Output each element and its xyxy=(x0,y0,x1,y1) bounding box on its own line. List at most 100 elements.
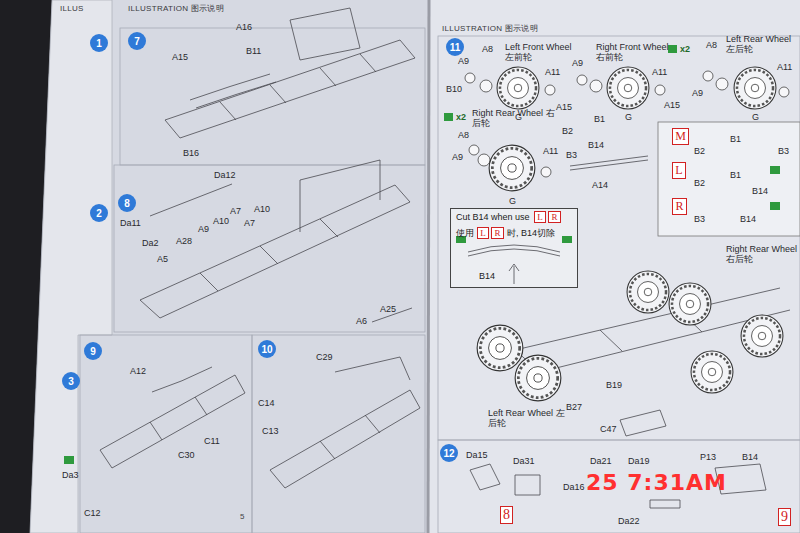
wheel-drawing xyxy=(669,283,711,325)
part-number: A8 xyxy=(482,44,493,54)
wheel-label: Right Rear Wheel 右后轮 xyxy=(726,244,798,265)
part-number: C11 xyxy=(204,436,220,446)
part-number: B14 xyxy=(742,452,758,462)
node-text: 9 xyxy=(781,509,788,525)
wheel-label: Left Rear Wheel 左后轮 xyxy=(488,408,566,429)
wheel-drawing xyxy=(515,355,561,401)
node-text: B14 xyxy=(479,271,495,281)
node-text: 11 xyxy=(450,42,461,53)
part-number: G xyxy=(625,112,632,122)
page-header: ILLUSTRATION 图示说明 xyxy=(128,4,224,13)
node-text: 2 xyxy=(96,208,102,219)
side-marker: M xyxy=(672,128,689,145)
side-marker: L xyxy=(672,162,686,179)
part-number: Da2 xyxy=(142,238,159,248)
wheel-drawing xyxy=(497,67,539,109)
wheel-drawing xyxy=(734,67,776,109)
node-text: 12 xyxy=(443,448,454,459)
part-number: B2 xyxy=(562,126,573,136)
node-text: 10 xyxy=(261,344,272,355)
node-text: M xyxy=(675,129,686,144)
part-number: B27 xyxy=(566,402,582,412)
part-number: A11 xyxy=(652,67,667,77)
page-number: 5 xyxy=(240,512,244,521)
part-number: A11 xyxy=(777,62,792,72)
part-number: A5 xyxy=(157,254,168,264)
part-number: Da12 xyxy=(214,170,236,180)
part-number: B3 xyxy=(566,150,577,160)
node-text: 1 xyxy=(96,38,102,49)
part-number: A7 xyxy=(230,206,241,216)
part-number: B14 xyxy=(588,140,604,150)
part-number: A9 xyxy=(198,224,209,234)
wheel-drawing xyxy=(691,351,733,393)
part-number: Da3 xyxy=(62,470,79,480)
part-number: A15 xyxy=(556,102,572,112)
part-number: A9 xyxy=(572,58,583,68)
step-number: 9 xyxy=(84,342,102,360)
node-text: L xyxy=(675,163,682,178)
step-number: 10 xyxy=(258,340,276,358)
node-text: 时, B14切除 xyxy=(507,228,555,238)
wheel-label: Right Rear Wheel 右后轮 xyxy=(472,108,556,129)
part-number: G xyxy=(509,196,516,206)
wheel-label: Left Rear Wheel 左后轮 xyxy=(726,34,798,55)
step-frames xyxy=(80,28,800,533)
part-number: A9 xyxy=(452,152,463,162)
part-number: A9 xyxy=(458,56,469,66)
quantity-mark: x2 xyxy=(456,112,466,122)
part-number: A15 xyxy=(664,100,680,110)
node-text: L xyxy=(537,212,543,222)
part-number: A10 xyxy=(213,216,229,226)
wheel-drawing xyxy=(607,67,649,109)
photo-timestamp: 25 7:31AM xyxy=(586,470,727,495)
step-number: 8 xyxy=(118,194,136,212)
part-number: A28 xyxy=(176,236,192,246)
part-number: A8 xyxy=(706,40,717,50)
part-number: A6 xyxy=(356,316,367,326)
step-number: 7 xyxy=(128,32,146,50)
node-text: R xyxy=(675,199,683,214)
step-number: 12 xyxy=(440,444,458,462)
note-box: Cut B14 when use使用时, B14切除B14LRLR xyxy=(450,208,578,288)
part-number: C30 xyxy=(178,450,195,460)
part-number: Da22 xyxy=(618,516,640,526)
side-marker: L xyxy=(477,227,489,239)
side-marker: L xyxy=(534,211,546,223)
part-number: C14 xyxy=(258,398,275,408)
wheel-label: Left Front Wheel 左前轮 xyxy=(505,42,583,63)
wheel-drawing xyxy=(741,315,783,357)
side-marker: R xyxy=(548,211,561,223)
part-number: Da11 xyxy=(120,218,141,228)
step-number: 3 xyxy=(62,372,80,390)
part-number: A12 xyxy=(130,366,146,376)
chassis-drawings xyxy=(100,8,790,508)
part-number: A14 xyxy=(592,180,608,190)
node-text: 8 xyxy=(503,507,510,523)
step-number: 1 xyxy=(90,34,108,52)
wheel-drawing xyxy=(489,145,535,191)
part-number: B14 xyxy=(752,186,768,196)
part-number: B1 xyxy=(594,114,605,124)
part-number: A7 xyxy=(244,218,255,228)
part-number: Da16 xyxy=(563,482,585,492)
part-number: A11 xyxy=(543,146,558,156)
part-number: B2 xyxy=(694,146,705,156)
quantity-mark: x2 xyxy=(680,44,690,54)
right-page xyxy=(428,0,800,533)
page-marker: 9 xyxy=(778,508,791,526)
part-number: C12 xyxy=(84,508,101,518)
node-text: 7 xyxy=(134,36,140,47)
part-number: Da15 xyxy=(466,450,488,460)
part-number: B1 xyxy=(730,170,741,180)
part-number: B1 xyxy=(730,134,741,144)
node-text: L xyxy=(480,228,486,238)
option-panel xyxy=(658,122,800,236)
page-header: ILLUSTRATION 图示说明 xyxy=(442,24,538,33)
node-text: 使用 xyxy=(456,228,474,238)
note-ground xyxy=(450,208,578,288)
step-number: 2 xyxy=(90,204,108,222)
